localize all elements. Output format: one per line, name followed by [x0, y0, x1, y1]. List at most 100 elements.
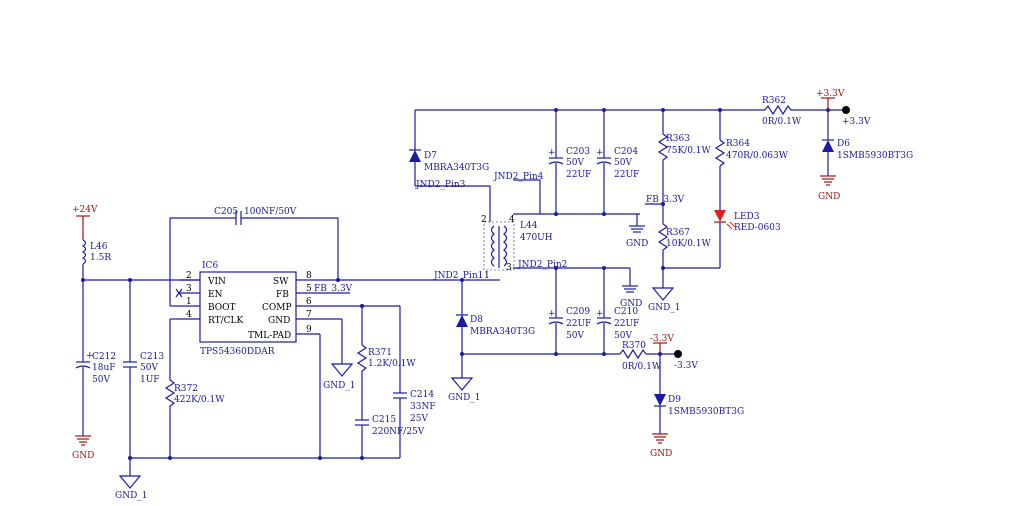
l46-ref: L46 — [90, 242, 108, 252]
svg-text:GND: GND — [626, 239, 648, 249]
r367-value: 10K/0.1W — [666, 239, 712, 249]
c214-v1: 33NF — [410, 402, 436, 412]
svg-text:EN: EN — [208, 290, 223, 300]
svg-text:9: 9 — [306, 325, 312, 335]
d9-value: 1SMB5930BT3G — [668, 407, 744, 417]
c213-v1: 50V — [140, 363, 158, 373]
d7-ref: D7 — [424, 151, 437, 161]
net-jnd2-pin2: JND2_Pin2 — [517, 260, 567, 270]
c205-ref: C205 — [214, 207, 238, 217]
svg-text:GND: GND — [268, 316, 290, 326]
c212-ref: C212 — [92, 352, 116, 362]
d6-ref: D6 — [837, 139, 850, 149]
input-section: +24V L46 1.5R + C212 18uF 50V GND C213 — [72, 205, 400, 501]
d6-value: 1SMB5930BT3G — [837, 151, 913, 161]
c209-v2: 50V — [566, 331, 584, 341]
svg-text:5: 5 — [306, 284, 312, 294]
r363-value: 75K/0.1W — [666, 146, 712, 156]
resistor-r367 — [657, 223, 669, 251]
output-caps: + C203 50V 22UF + C204 50V 22UF GND + C2… — [548, 110, 648, 354]
resistor-r364 — [714, 139, 726, 167]
svg-text:VIN: VIN — [207, 277, 226, 287]
svg-text:RT/CLK: RT/CLK — [208, 316, 244, 326]
r362-value: 0R/0.1W — [762, 117, 802, 127]
c210-v2: 50V — [614, 331, 632, 341]
transformer-l44-primary — [490, 225, 495, 267]
c212-v2: 50V — [92, 375, 110, 385]
r363-ref: R363 — [666, 134, 690, 144]
ic6-ref: IC6 — [202, 261, 218, 271]
led3-value: RED-0603 — [734, 223, 781, 233]
r371-ref: R371 — [368, 348, 392, 358]
power-label-33v-top: +3.3V — [816, 89, 845, 99]
d7-value: MBRA340T3G — [424, 163, 489, 173]
svg-text:BOOT: BOOT — [208, 303, 236, 313]
net-jnd2-pin3: JND2_Pin3 — [415, 180, 466, 190]
gnd1-symbol-d8: GND_1 — [448, 377, 481, 403]
c210-v1: 22UF — [614, 319, 639, 329]
zener-d9 — [654, 394, 666, 406]
pos-output-section: R362 0R/0.1W +3.3V +3.3V D6 1SMB5930BT3G… — [762, 89, 913, 202]
gnd-symbol-c212: GND — [72, 435, 94, 461]
svg-text:GND_1: GND_1 — [448, 393, 481, 403]
c209-plus: + — [548, 309, 556, 319]
inductor-l46 — [81, 239, 87, 265]
c210-plus: + — [596, 309, 604, 319]
resistor-r363 — [657, 133, 669, 161]
net-jnd2-pin1: JND2_Pin1 — [433, 271, 483, 281]
c215-value: 220NF/25V — [372, 427, 425, 437]
l44-pin3: 3 — [506, 263, 512, 273]
ic6-pins-left: 2 3 1 4 VIN EN BOOT RT/CLK — [175, 271, 244, 326]
c203-v1: 50V — [566, 158, 584, 168]
svg-text:GND: GND — [72, 451, 94, 461]
svg-text:GND: GND — [818, 192, 840, 202]
transformer-l44-outline — [483, 221, 515, 271]
led3-ref: LED3 — [734, 212, 760, 222]
c212-plus: + — [86, 351, 94, 361]
svg-text:GND: GND — [650, 449, 672, 459]
c204-ref: C204 — [614, 147, 638, 157]
svg-text:TML-PAD: TML-PAD — [248, 331, 291, 341]
svg-text:1: 1 — [186, 297, 192, 307]
l44-pin4: 4 — [509, 215, 515, 225]
svg-text:FB: FB — [276, 290, 289, 300]
c212-v1: 18uF — [92, 363, 116, 373]
c210-ref: C210 — [614, 307, 638, 317]
c215-ref: C215 — [372, 415, 396, 425]
output-terminal-33v — [842, 106, 850, 114]
l44-value: 470UH — [520, 233, 553, 243]
c213-v2: 1UF — [140, 375, 160, 385]
gnd-symbol-d6: GND — [818, 175, 840, 202]
gnd-symbol-pin2: GND — [620, 285, 642, 309]
c214-v2: 25V — [410, 414, 428, 424]
svg-text:8: 8 — [306, 271, 312, 281]
r371-value: 1.2K/0.1W — [368, 359, 416, 369]
c214-ref: C214 — [410, 390, 434, 400]
power-label-n33v-top: -3.3V — [650, 334, 674, 344]
c209-ref: C209 — [566, 307, 590, 317]
l46-value: 1.5R — [90, 253, 111, 263]
output-terminal-n33v — [674, 350, 682, 358]
resistor-r371 — [356, 344, 368, 372]
led3 — [714, 210, 726, 222]
r364-value: 470R/0.063W — [726, 151, 789, 161]
l44-pin1: 1 — [484, 271, 490, 281]
svg-text:7: 7 — [306, 310, 312, 320]
transformer-l44-secondary — [503, 225, 508, 267]
svg-text:GND_1: GND_1 — [323, 381, 356, 391]
power-label-n33v-out: -3.3V — [674, 361, 698, 371]
r370-ref: R370 — [622, 341, 646, 351]
c204-v1: 50V — [614, 158, 632, 168]
svg-text:GND_1: GND_1 — [648, 303, 681, 313]
diode-d8 — [456, 315, 468, 327]
c203-v2: 22UF — [566, 170, 591, 180]
c203-ref: C203 — [566, 147, 590, 157]
net-fb33v-left: FB_3.3V — [314, 284, 353, 294]
neg-output-section: R370 0R/0.1W -3.3V -3.3V D9 1SMB5930BT3G… — [619, 334, 744, 459]
gnd-symbol-d9: GND — [650, 433, 672, 459]
c213-ref: C213 — [140, 352, 164, 362]
r370-value: 0R/0.1W — [622, 362, 662, 372]
ic6-part: TPS54360DDAR — [200, 347, 275, 357]
net-fb33v-right: FB_3.3V — [646, 195, 685, 205]
